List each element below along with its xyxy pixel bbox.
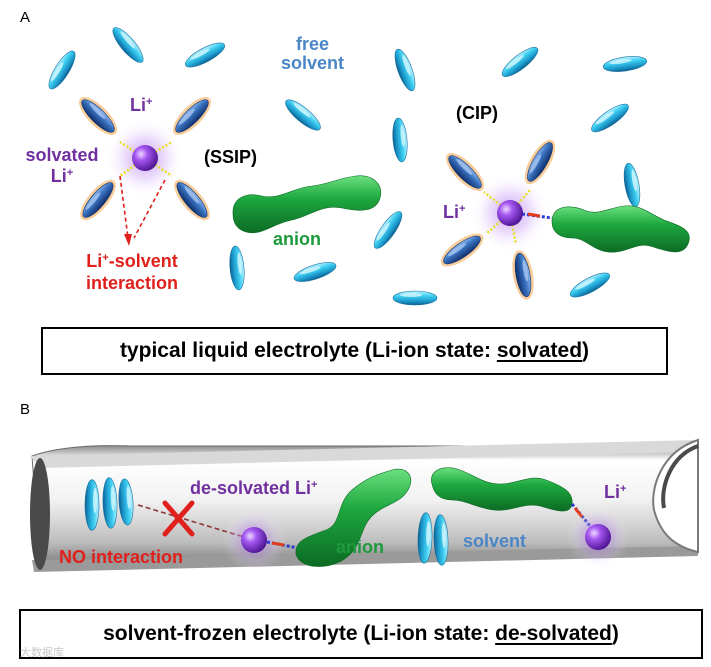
caption-a: typical liquid electrolyte (Li-ion state…	[41, 327, 668, 375]
panel-a-label: A	[20, 9, 30, 26]
solvated-li-label: solvated Li+	[14, 146, 110, 186]
li-ion-label-ssip: Li+	[130, 95, 153, 115]
solvated-line2: Li+	[50, 165, 74, 186]
li-ion-desolvated	[241, 527, 267, 553]
caption-a-suffix: )	[582, 339, 590, 362]
desolvated-li-group	[222, 468, 412, 572]
watermark: 大数据库	[20, 647, 64, 659]
ssip-cluster	[72, 90, 218, 227]
li-ion-right	[585, 524, 611, 550]
no-interaction-label: NO interaction	[59, 547, 184, 567]
anion-li-right-group	[431, 467, 630, 569]
cip-label: (CIP)	[456, 103, 498, 123]
li-ion-ssip	[132, 145, 158, 171]
desolvated-li-label: de-solvated Li+	[190, 478, 318, 498]
solvated-line1: solvated	[25, 145, 99, 165]
li-ion-label-right: Li+	[604, 482, 627, 502]
li-ion-cip	[497, 200, 523, 226]
caption-b-suffix: )	[611, 622, 619, 645]
free-solvent-line2: solvent	[280, 52, 345, 73]
interaction-line2: interaction	[85, 272, 178, 293]
frozen-solvent-left	[84, 476, 136, 531]
caption-a-prefix: typical liquid electrolyte (Li-ion state…	[119, 339, 497, 362]
ssip-label: (SSIP)	[204, 147, 258, 167]
li-ion-label-cip: Li+	[443, 202, 466, 222]
free-solvent-line1: free	[295, 34, 330, 54]
interaction-label: Li+-solvent interaction	[62, 252, 202, 293]
solvent-label-b: solvent	[463, 531, 527, 551]
caption-a-state: solvated	[496, 339, 583, 362]
interaction-arrows	[119, 175, 166, 239]
caption-b-prefix: solvent-frozen electrolyte (Li-ion state…	[103, 622, 496, 645]
anion-label-a: anion	[273, 229, 321, 249]
interaction-line1: Li+-solvent	[86, 251, 178, 271]
panel-b-label: B	[20, 401, 30, 418]
caption-b: solvent-frozen electrolyte (Li-ion state…	[19, 609, 703, 659]
free-solvent-label: free solvent	[270, 35, 355, 73]
caption-b-state: de-solvated	[495, 622, 612, 645]
arrow-head	[124, 234, 132, 246]
cip-cluster	[435, 134, 690, 302]
anion-molecule-a	[232, 175, 382, 234]
anion-label-b: anion	[336, 537, 384, 557]
cross-mark-icon	[162, 500, 195, 537]
